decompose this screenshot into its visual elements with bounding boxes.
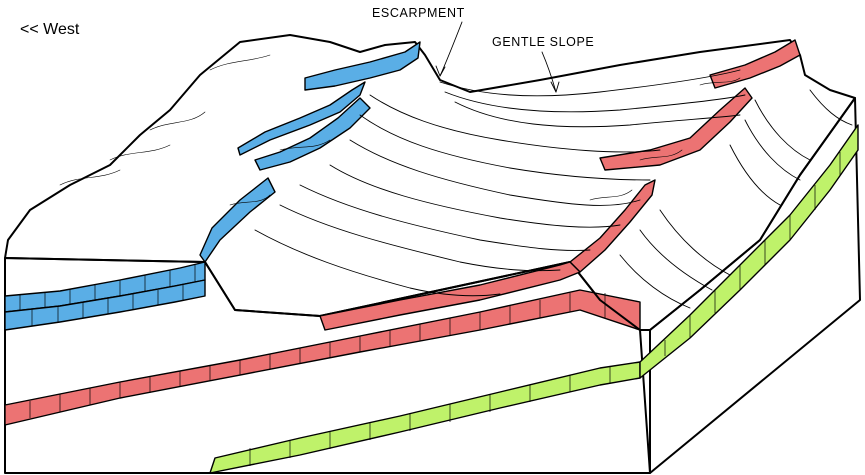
escarpment-label: ESCARPMENT [372,6,465,20]
gentle-slope-arrowhead [550,81,560,93]
annotations: << West ESCARPMENT GENTLE SLOPE [20,6,594,93]
escarpment-leader-line [439,21,463,77]
green-layer [209,124,859,474]
gentle-slope-label: GENTLE SLOPE [492,35,594,49]
blue-layer [4,261,206,331]
land-surface [4,34,856,331]
west-direction-label: << West [20,21,80,38]
escarpment-arrowhead [435,65,446,77]
gentle-slope-leader-line [541,51,557,93]
